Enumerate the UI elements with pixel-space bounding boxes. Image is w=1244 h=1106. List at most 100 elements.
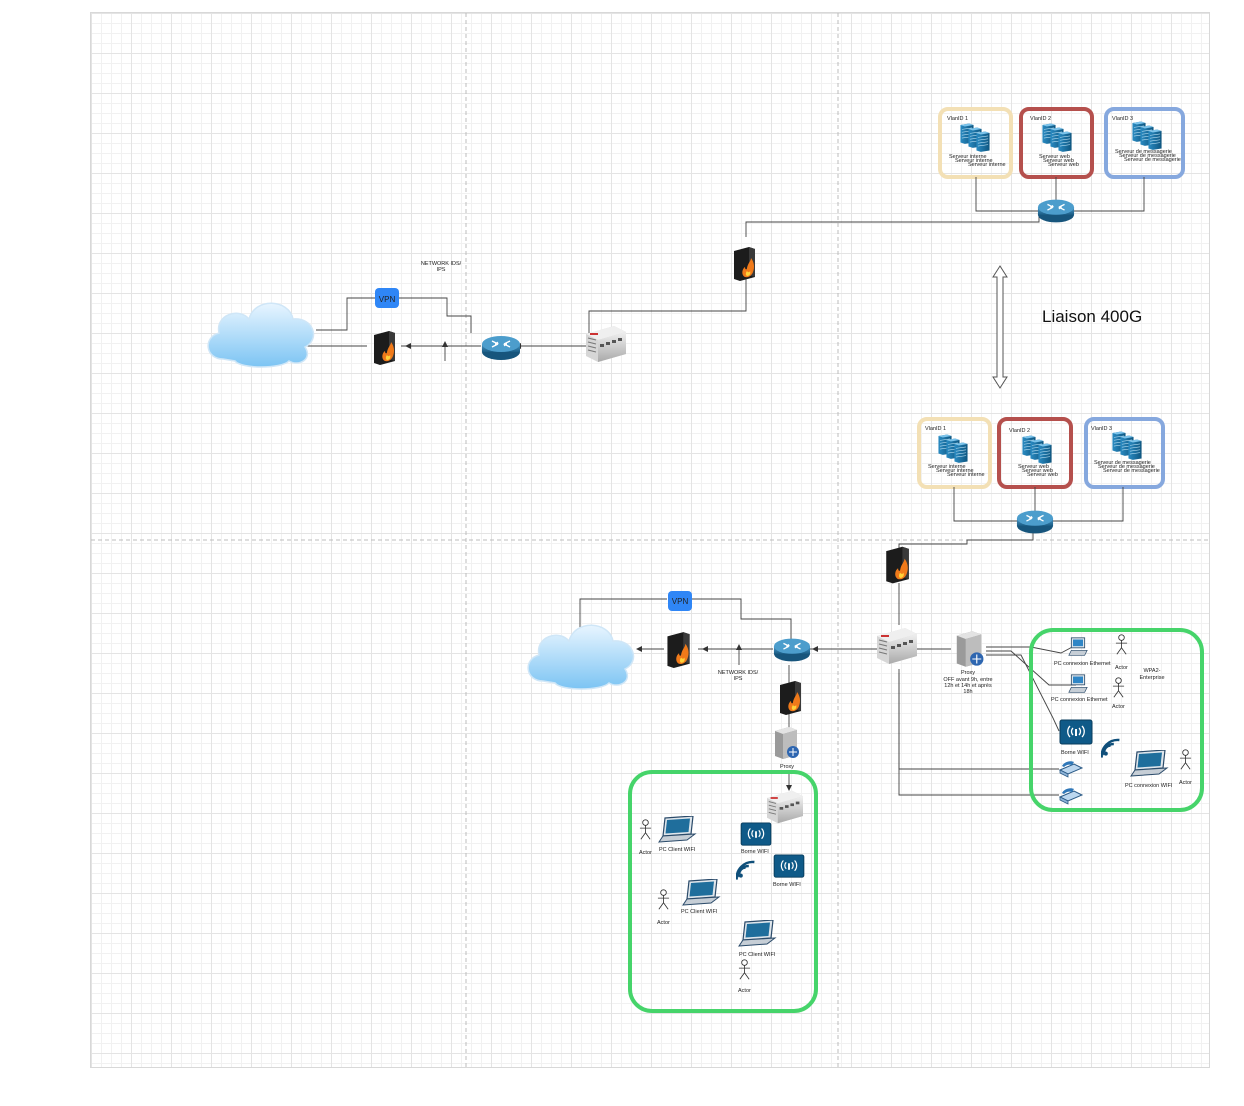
vpn-label: VPN	[672, 597, 689, 606]
actor-label: Actor	[1115, 665, 1128, 671]
actor-label: Actor	[657, 920, 670, 926]
phone-icon[interactable]	[1059, 787, 1083, 805]
server-label: Serveur interne	[949, 154, 987, 160]
server-icon	[1148, 129, 1162, 150]
laptop-icon[interactable]	[658, 816, 696, 843]
borne-wifi-label: Borne WIFI	[1061, 750, 1089, 756]
pc-ethernet-label: PC connexion Ethernet	[1051, 697, 1108, 703]
wpa-label-2: Enterprise	[1139, 675, 1164, 681]
firewall-icon[interactable]	[780, 681, 801, 715]
vlan-box-2[interactable]: VlanID 2 Serveur web Serveur web Serveur…	[1019, 107, 1094, 179]
access-point-icon[interactable]	[1059, 719, 1093, 745]
server-icon	[1058, 131, 1072, 152]
vlan-title: VlanID 1	[947, 116, 968, 122]
switch-icon[interactable]	[766, 790, 804, 824]
router-icon[interactable]	[1016, 509, 1054, 535]
server-label: Serveur web	[1048, 162, 1079, 168]
borne-wifi-label: Borne WIFI	[741, 849, 769, 855]
server-label: Serveur web	[1039, 154, 1070, 160]
actor-icon	[738, 959, 751, 980]
lan-zone-right: PC connexion Ethernet Actor PC connexion…	[1029, 628, 1204, 812]
switch-icon[interactable]	[876, 627, 918, 665]
server-icon	[1038, 443, 1052, 464]
vlan-group-top: VlanID 1 Serveur interne Serveur interne…	[938, 107, 1185, 224]
liaison-label: Liaison 400G	[1042, 307, 1142, 326]
laptop-icon[interactable]	[738, 920, 776, 947]
actor-icon	[1115, 634, 1128, 655]
server-label: Serveur interne	[936, 468, 974, 474]
server-label: Serveur interne	[955, 158, 993, 164]
desktop-icon[interactable]	[1068, 674, 1088, 693]
router-icon[interactable]	[481, 335, 521, 361]
vlan-box-1[interactable]: VlanID 1 Serveur interne Serveur interne…	[938, 107, 1013, 179]
wpa-label-1: WPA2-	[1143, 668, 1160, 674]
lan-zone-left: Borne WIFI Borne WIFI Actor PC Client WI…	[628, 770, 818, 1013]
actor-icon	[639, 819, 652, 840]
server-label: Serveur de messagerie	[1103, 468, 1160, 474]
vpn-label: VPN	[379, 295, 396, 304]
server-icon	[1128, 439, 1142, 460]
vlan-title: VlanID 2	[1030, 116, 1051, 122]
server-label: Serveur de messagerie	[1124, 157, 1181, 163]
server-label: Serveur de messagerie	[1119, 153, 1176, 159]
vlan-title: VlanID 2	[1009, 428, 1030, 434]
pc-client-wifi-label: PC Client WIFI	[739, 952, 776, 958]
vlan-box-1[interactable]: VlanID 1 Serveur interne Serveur interne…	[917, 417, 992, 489]
vlan-title: VlanID 1	[925, 426, 946, 432]
firewall-icon[interactable]	[374, 331, 395, 365]
connection-lines-bottom	[579, 583, 1077, 796]
vlan-title: VlanID 3	[1112, 116, 1133, 122]
server-icon	[954, 442, 968, 463]
page-separators	[91, 13, 1209, 1067]
network-diagram: VPN NETWORK IDS/ IPS VlanID 1 Serveur in…	[91, 13, 1209, 1067]
proxy-label: Proxy	[961, 670, 975, 676]
proxy-icon[interactable]	[774, 726, 800, 760]
server-label: Serveur de messagerie	[1115, 149, 1172, 155]
server-label: Serveur web	[1027, 472, 1058, 478]
desktop-icon[interactable]	[1068, 637, 1088, 656]
server-label: Serveur de messagerie	[1098, 464, 1155, 470]
server-label: Serveur interne	[947, 472, 985, 478]
double-arrow-icon	[992, 265, 1008, 389]
borne-wifi-label: Borne WIFI	[773, 882, 801, 888]
actor-icon	[1179, 749, 1192, 770]
proxy-note-1: OFF avant 9h, entre	[943, 677, 992, 683]
actor-label: Actor	[738, 988, 751, 994]
vlan-box-3[interactable]: VlanID 3 Serveur de messagerie Serveur d…	[1084, 417, 1165, 489]
server-label: Serveur de messagerie	[1094, 460, 1151, 466]
phone-icon[interactable]	[1059, 760, 1083, 778]
switch-icon[interactable]	[585, 325, 627, 363]
vlan-title: VlanID 3	[1091, 426, 1112, 432]
laptop-icon[interactable]	[682, 879, 720, 906]
firewall-icon[interactable]	[734, 247, 755, 281]
server-label: Serveur interne	[968, 162, 1006, 168]
server-label: Serveur web	[1022, 468, 1053, 474]
pc-client-wifi-label: PC Client WIFI	[681, 909, 718, 915]
firewall-icon[interactable]	[886, 546, 909, 584]
firewall-icon[interactable]	[667, 632, 690, 668]
pc-wifi-label: PC connexion WIFI	[1125, 783, 1173, 789]
vlan-group-bottom: VlanID 1 Serveur interne Serveur interne…	[898, 417, 1165, 569]
laptop-icon[interactable]	[1130, 750, 1168, 777]
actor-label: Actor	[1179, 780, 1192, 786]
access-point-icon[interactable]	[773, 854, 805, 878]
proxy-label: Proxy	[780, 764, 794, 770]
access-point-icon[interactable]	[740, 822, 772, 846]
actor-label: Actor	[639, 850, 652, 856]
network-ids-label-1: NETWORK IDS/	[718, 670, 759, 676]
vlan-box-3[interactable]: VlanID 3 Serveur de messagerie Serveur d…	[1104, 107, 1185, 179]
diagram-canvas: VPN NETWORK IDS/ IPS VlanID 1 Serveur in…	[91, 13, 1209, 1067]
pc-client-wifi-label: PC Client WIFI	[659, 847, 696, 853]
server-icon	[976, 131, 990, 152]
network-ids-label-1: NETWORK IDS/	[421, 261, 462, 267]
vlan-box-2[interactable]: VlanID 2 Serveur web Serveur web Serveur…	[997, 417, 1073, 489]
pc-ethernet-label: PC connexion Ethernet	[1054, 661, 1111, 667]
proxy-icon[interactable]	[956, 630, 985, 668]
router-icon[interactable]	[1037, 198, 1075, 224]
router-icon[interactable]	[773, 637, 811, 663]
actor-icon	[1112, 677, 1125, 698]
wifi-signal-icon	[736, 860, 756, 881]
proxy-note-2: 12h et 14h et après	[944, 683, 992, 689]
actor-icon	[657, 889, 670, 910]
arrowheads-bottom	[636, 644, 818, 791]
